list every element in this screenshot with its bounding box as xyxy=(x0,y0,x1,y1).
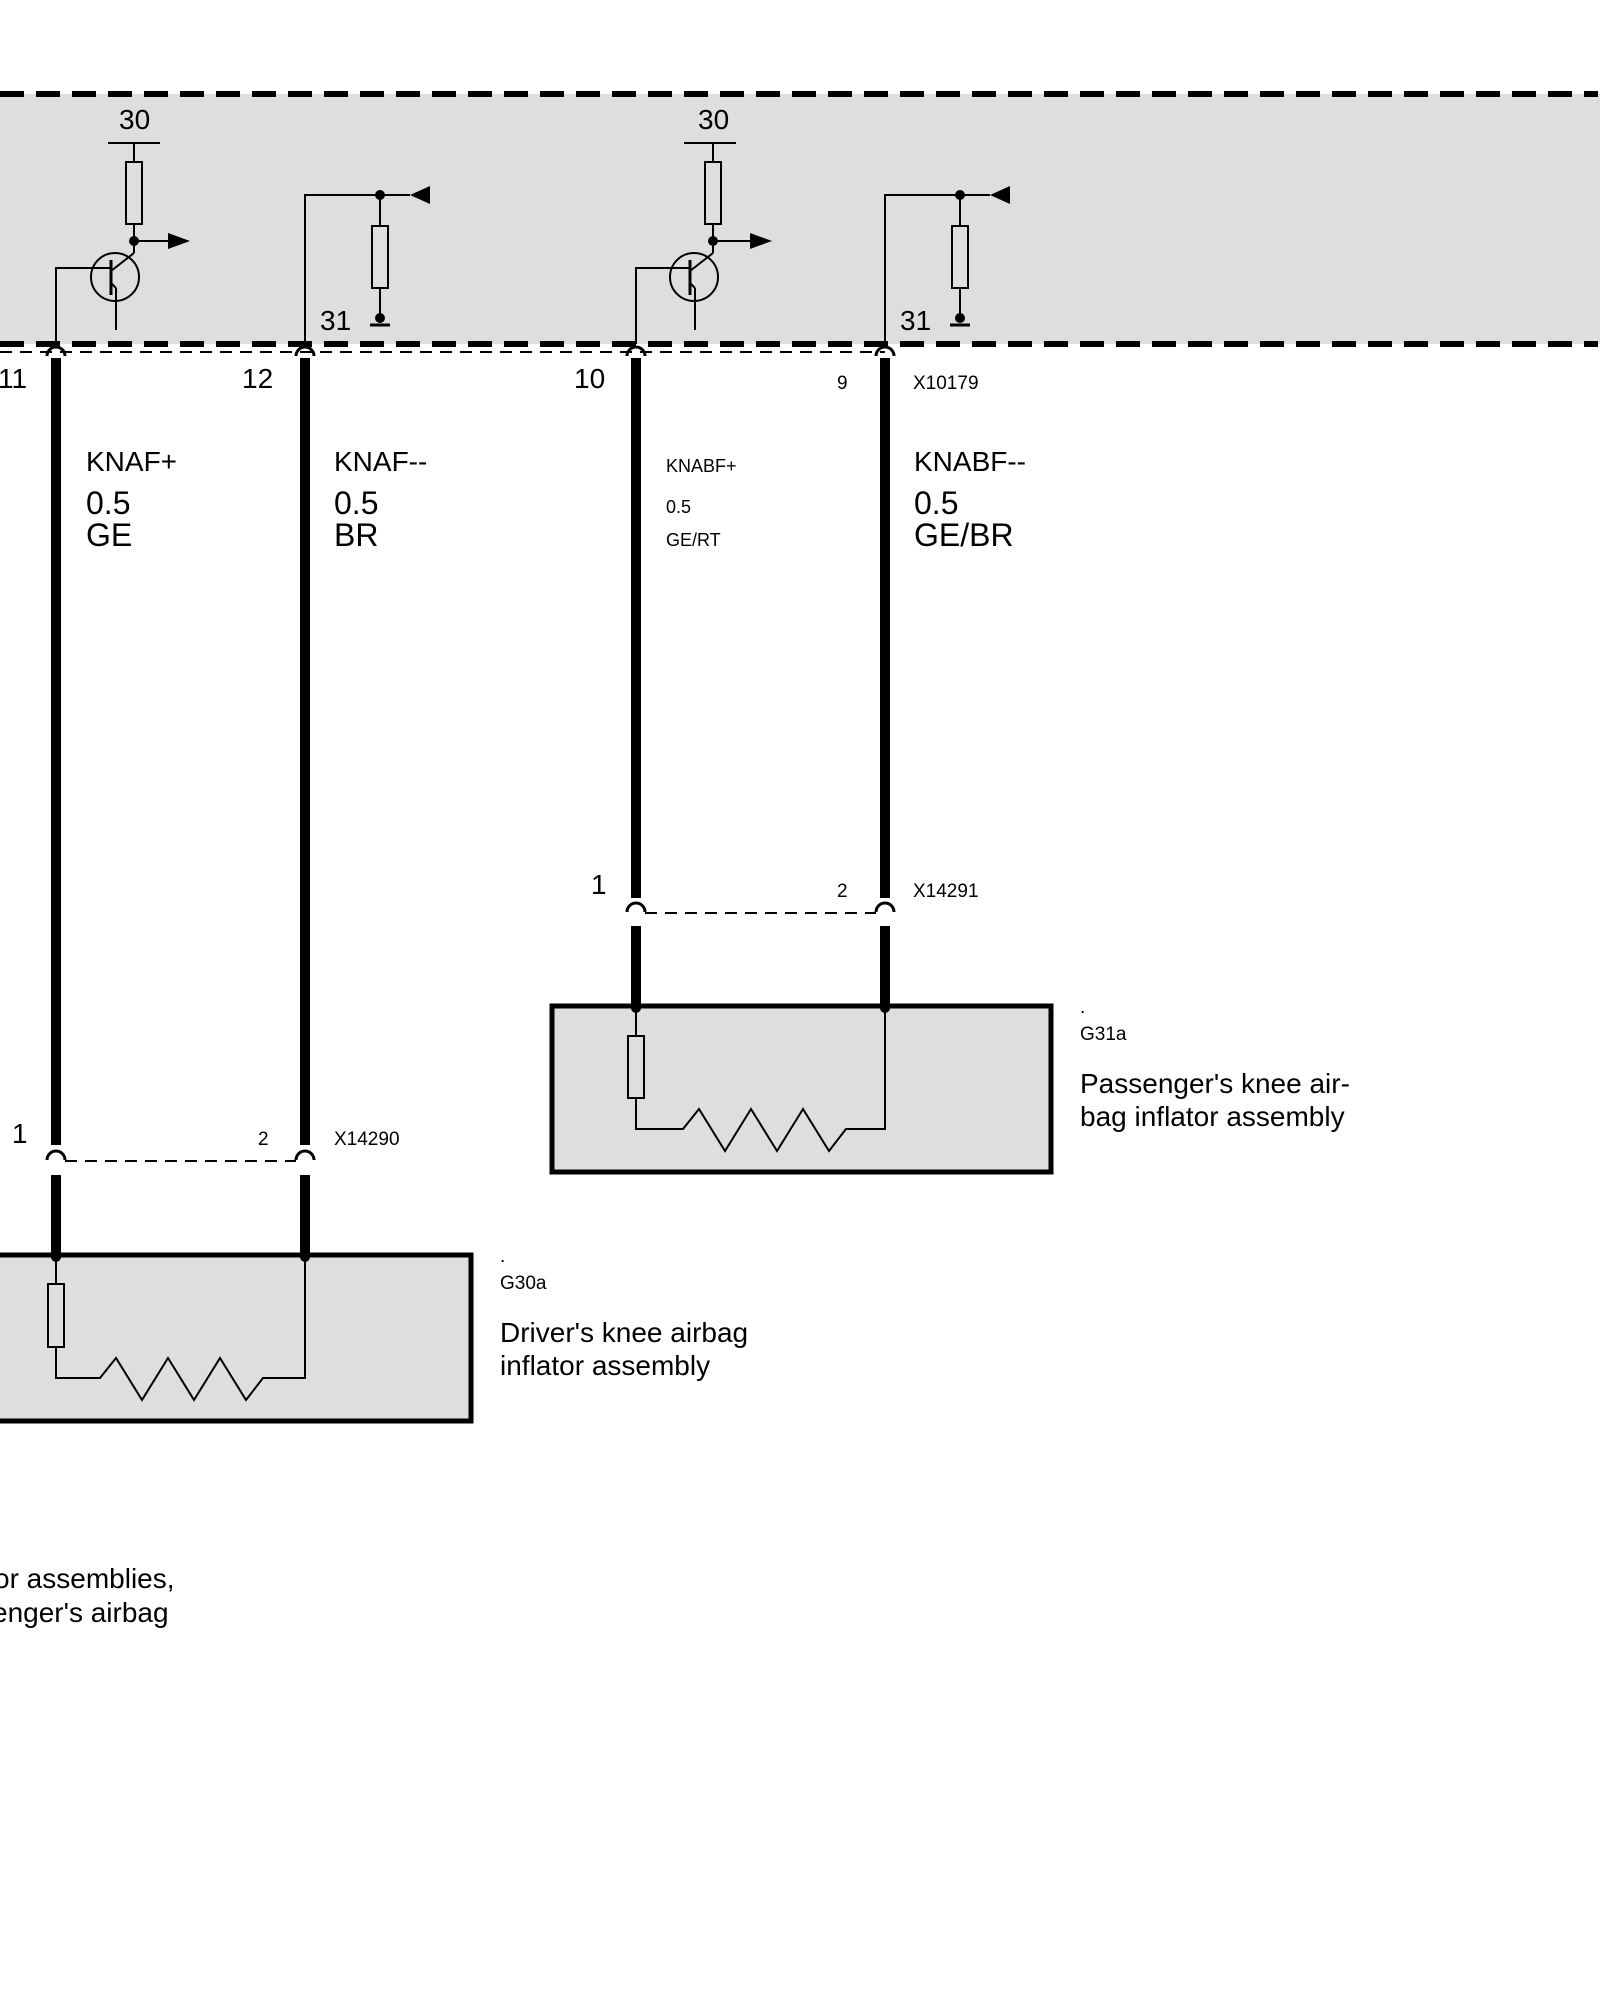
driver-component-box xyxy=(0,1252,474,1424)
x14291-pin1-label: 1 xyxy=(591,869,607,900)
driver-knee-airbag-component xyxy=(0,1252,474,1424)
wire-knaf-plus-gauge: 0.5 xyxy=(86,485,130,521)
pin-12-label: 12 xyxy=(242,363,273,394)
footnote-line-2: enger's airbag xyxy=(0,1597,169,1628)
arrow-right-icon xyxy=(750,233,772,249)
driver-output-stage-left xyxy=(55,142,190,344)
driver-component-dot: . xyxy=(500,1246,505,1267)
passenger-heating-element xyxy=(635,1008,886,1153)
wire-knaf-plus-signal: KNAF+ xyxy=(86,446,177,477)
wire-knabf-minus-gauge: 0.5 xyxy=(914,485,958,521)
footnote-line-1: or assemblies, xyxy=(0,1563,175,1594)
passenger-component-box xyxy=(549,1003,1054,1175)
wire-knaf-minus-gauge: 0.5 xyxy=(334,485,378,521)
driver-component-name-1: Driver's knee airbag xyxy=(500,1317,748,1348)
return-circuit-left xyxy=(304,186,430,344)
passenger-component-name-2: bag inflator assembly xyxy=(1080,1101,1345,1132)
return-circuit-right xyxy=(884,186,1010,344)
wire-knabf-minus-color: GE/BR xyxy=(914,517,1014,553)
wire-knabf-plus-signal: KNABF+ xyxy=(666,456,737,476)
arrow-right-icon xyxy=(168,233,190,249)
terminal-31-left-label: 31 xyxy=(320,305,351,336)
connector-x14290 xyxy=(45,1149,316,1162)
passenger-component-dot: . xyxy=(1080,997,1085,1018)
passenger-knee-airbag-component xyxy=(549,1003,1054,1175)
x14290-label: X14290 xyxy=(334,1129,400,1150)
passenger-component-code: G31a xyxy=(1080,1024,1127,1045)
wire-knaf-minus-color: BR xyxy=(334,517,378,553)
driver-output-stage-right xyxy=(635,142,772,344)
x14290-pin2-label: 2 xyxy=(258,1129,269,1150)
control-unit-module: 30 30 31 31 xyxy=(0,91,1600,353)
x14290-pin1-label: 1 xyxy=(12,1118,28,1149)
pin-9-label: 9 xyxy=(837,373,848,394)
terminal-30-left-label: 30 xyxy=(119,104,150,135)
driver-component-name-2: inflator assembly xyxy=(500,1350,710,1381)
terminal-31-right-label: 31 xyxy=(900,305,931,336)
terminal-30-right-label: 30 xyxy=(698,104,729,135)
connector-x14291 xyxy=(625,901,896,914)
module-background xyxy=(0,94,1600,344)
x14291-label: X14291 xyxy=(913,881,979,902)
driver-heating-element xyxy=(55,1257,306,1402)
wire-knaf-minus-signal: KNAF-- xyxy=(334,446,427,477)
arrow-left-icon xyxy=(990,186,1010,204)
pin-10-label: 10 xyxy=(574,363,605,394)
wire-knabf-plus-color: GE/RT xyxy=(666,530,721,550)
connector-x10179-label: X10179 xyxy=(913,373,979,394)
x14291-pin2-label: 2 xyxy=(837,881,848,902)
passenger-component-name-1: Passenger's knee air- xyxy=(1080,1068,1350,1099)
pin-11-label: 11 xyxy=(0,363,27,394)
wire-knaf-plus-color: GE xyxy=(86,517,132,553)
module-pin-contacts xyxy=(45,345,896,357)
wire-knabf-minus-signal: KNABF-- xyxy=(914,446,1026,477)
wire-knabf-plus-gauge: 0.5 xyxy=(666,497,691,517)
arrow-left-icon xyxy=(410,186,430,204)
driver-component-code: G30a xyxy=(500,1273,547,1294)
